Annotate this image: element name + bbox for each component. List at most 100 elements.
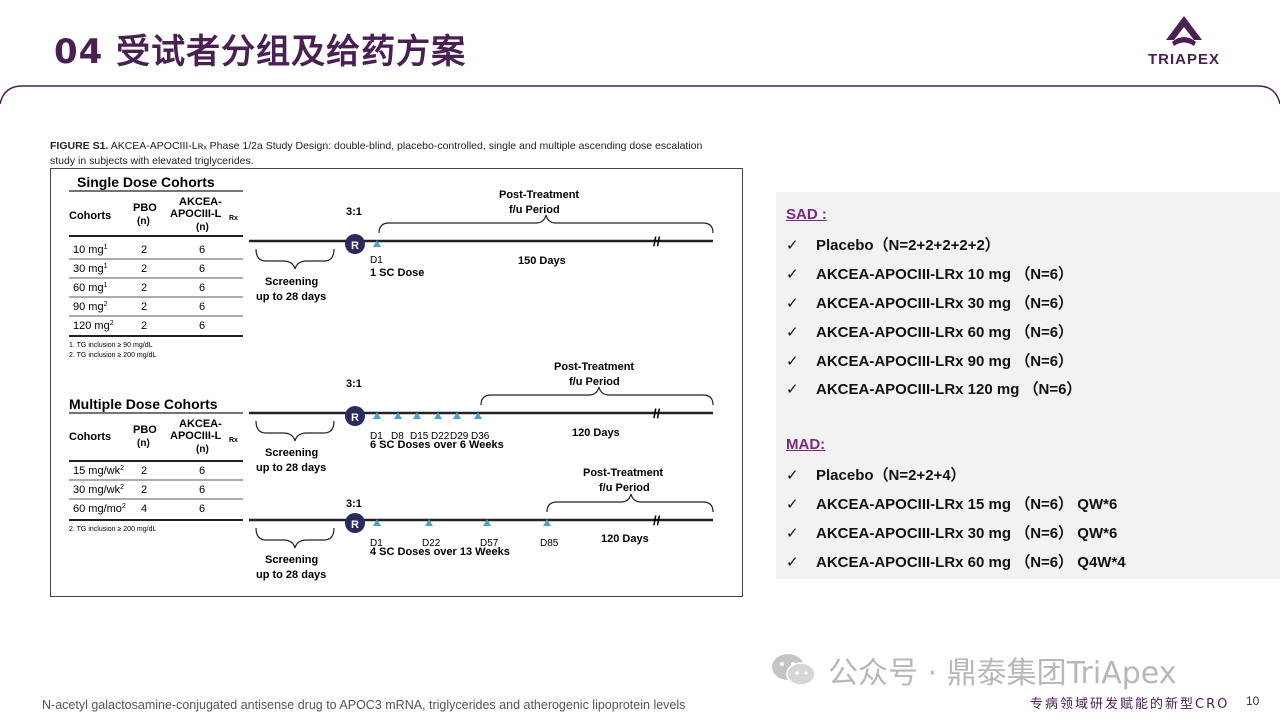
dose-marker-icon	[434, 412, 442, 419]
dose-marker-icon	[373, 412, 381, 419]
table-cell-pbo: 4	[141, 503, 147, 515]
table-cell-cohort: 10 mg1	[73, 244, 108, 256]
sad-item: ✓AKCEA-APOCIII-LRx 90 mg （N=6）	[786, 353, 1074, 370]
mad-header-pbo-n: (n)	[137, 438, 150, 449]
mad1-post-2: f/u Period	[569, 376, 620, 388]
dose-marker-icon	[425, 519, 433, 526]
mad1-ratio: 3:1	[346, 378, 362, 390]
mad-item: ✓AKCEA-APOCIII-LRx 60 mg （N=6） Q4W*4	[786, 554, 1126, 571]
table-cell-drug: 6	[199, 465, 205, 477]
mad-header-drug-n: (n)	[196, 444, 209, 455]
sad-screening-2: up to 28 days	[256, 291, 326, 303]
sad-header-apociii: APOCIII-L	[170, 208, 222, 220]
dose-day-label: D1	[370, 431, 383, 442]
dose-marker-icon	[453, 412, 461, 419]
study-design-diagram: Single Dose Cohorts Cohorts PBO (n) AKCE…	[69, 174, 714, 581]
table-cell-cohort: 30 mg1	[73, 263, 108, 275]
check-icon: ✓	[786, 554, 799, 571]
mad1-period: 120 Days	[572, 427, 620, 439]
mad-section-label: MAD:	[786, 436, 826, 453]
check-icon: ✓	[786, 496, 799, 513]
dose-day-label: D57	[480, 538, 499, 549]
figure-caption-text: AKCEA-APOCIII-Lʀₓ Phase 1/2a Study Desig…	[50, 140, 703, 167]
table-cell-cohort: 90 mg2	[73, 301, 108, 313]
table-cell-drug: 6	[199, 301, 205, 313]
mad-item: ✓Placebo（N=2+2+4）	[786, 467, 966, 484]
wechat-watermark: 公众号 · 鼎泰集团TriApex	[770, 648, 1250, 692]
footer-reference: N-acetyl galactosamine-conjugated antise…	[42, 698, 686, 712]
table-cell-pbo: 2	[141, 263, 147, 275]
svg-text://: //	[653, 406, 661, 421]
sad-post-2: f/u Period	[509, 204, 560, 216]
dose-day-label: D29	[450, 431, 469, 442]
sad-header-pbo: PBO	[133, 202, 157, 214]
check-icon: ✓	[786, 467, 799, 484]
mad2-ratio: 3:1	[346, 498, 362, 510]
dose-marker-icon	[483, 519, 491, 526]
mad2-screening-2: up to 28 days	[256, 569, 326, 581]
sad-ratio: 3:1	[346, 206, 362, 218]
dosing-groups-panel: SAD : ✓Placebo（N=2+2+2+2+2） ✓AKCEA-APOCI…	[776, 192, 1280, 579]
mad-item: ✓AKCEA-APOCIII-LRx 15 mg （N=6） QW*6	[786, 496, 1118, 513]
mad1-randomize: R	[351, 412, 359, 424]
watermark-text: 公众号 · 鼎泰集团TriApex	[828, 656, 1177, 691]
figure-caption: FIGURE S1. AKCEA-APOCIII-Lʀₓ Phase 1/2a …	[50, 139, 730, 169]
dose-day-label: D36	[471, 431, 490, 442]
dose-marker-icon	[413, 412, 421, 419]
wechat-icon	[772, 654, 816, 686]
mad-header-cohorts: Cohorts	[69, 431, 111, 443]
sad-header-akcea: AKCEA-	[179, 196, 222, 208]
dose-marker-icon	[373, 519, 381, 526]
dose-day-label: D22	[422, 538, 441, 549]
sad-screening-1: Screening	[265, 276, 318, 288]
check-icon: ✓	[786, 295, 799, 312]
dose-marker-icon	[474, 412, 482, 419]
dose-day-label: D8	[391, 431, 404, 442]
mad-note-1: 2. TG inclusion ≥ 200 mg/dL	[69, 526, 156, 533]
table-cell-drug: 6	[199, 244, 205, 256]
mad1-screening-1: Screening	[265, 447, 318, 459]
table-cell-cohort: 30 mg/wk2	[73, 484, 124, 496]
sad-item: ✓AKCEA-APOCIII-LRx 120 mg （N=6）	[786, 381, 1082, 398]
sad-dose: 1 SC Dose	[370, 267, 424, 279]
table-cell-pbo: 2	[141, 465, 147, 477]
mad1-screening-2: up to 28 days	[256, 462, 326, 474]
check-icon: ✓	[786, 266, 799, 283]
sad-header-cohorts: Cohorts	[69, 210, 111, 222]
sad-item: ✓AKCEA-APOCIII-LRx 60 mg （N=6）	[786, 324, 1074, 341]
sad-item: ✓Placebo（N=2+2+2+2+2）	[786, 237, 1000, 254]
mad1-post-1: Post-Treatment	[554, 361, 634, 373]
mad-header-pbo: PBO	[133, 424, 157, 436]
table-cell-pbo: 2	[141, 244, 147, 256]
sad-note-1: 1. TG inclusion ≥ 90 mg/dL	[69, 342, 153, 349]
dose-day-label: D85	[540, 538, 559, 549]
logo-text: TRIAPEX	[1147, 51, 1220, 68]
check-icon: ✓	[786, 237, 799, 254]
check-icon: ✓	[786, 381, 799, 398]
header-divider	[0, 85, 1280, 105]
study-design-figure: Single Dose Cohorts Cohorts PBO (n) AKCE…	[50, 168, 743, 597]
mad2-post-1: Post-Treatment	[583, 467, 663, 479]
sad-section-label: SAD :	[786, 206, 827, 223]
table-cell-cohort: 60 mg/mo2	[73, 503, 126, 515]
sad-item: ✓AKCEA-APOCIII-LRx 10 mg （N=6）	[786, 266, 1074, 283]
table-cell-pbo: 2	[141, 484, 147, 496]
table-cell-cohort: 15 mg/wk2	[73, 465, 124, 477]
table-cell-drug: 6	[199, 503, 205, 515]
svg-text://: //	[653, 513, 661, 528]
footer-slogan: 专病领域研发赋能的新型CRO	[1030, 697, 1230, 712]
mad-header-apociii: APOCIII-L	[170, 430, 222, 442]
table-cell-drug: 6	[199, 320, 205, 332]
mad2-post-2: f/u Period	[599, 482, 650, 494]
dose-day-label: D1	[370, 538, 383, 549]
dose-marker-icon	[394, 412, 402, 419]
sad-day: D1	[370, 255, 383, 266]
table-cell-drug: 6	[199, 263, 205, 275]
page-title: 04 受试者分组及给药方案	[54, 32, 467, 72]
sad-item: ✓AKCEA-APOCIII-LRx 30 mg （N=6）	[786, 295, 1074, 312]
mad-header-rx: Rx	[229, 437, 238, 444]
mad2-dose: 4 SC Doses over 13 Weeks	[370, 546, 510, 558]
sad-note-2: 2. TG inclusion ≥ 200 mg/dL	[69, 352, 156, 359]
table-cell-cohort: 120 mg2	[73, 320, 114, 332]
sad-table-title: Single Dose Cohorts	[77, 174, 215, 190]
